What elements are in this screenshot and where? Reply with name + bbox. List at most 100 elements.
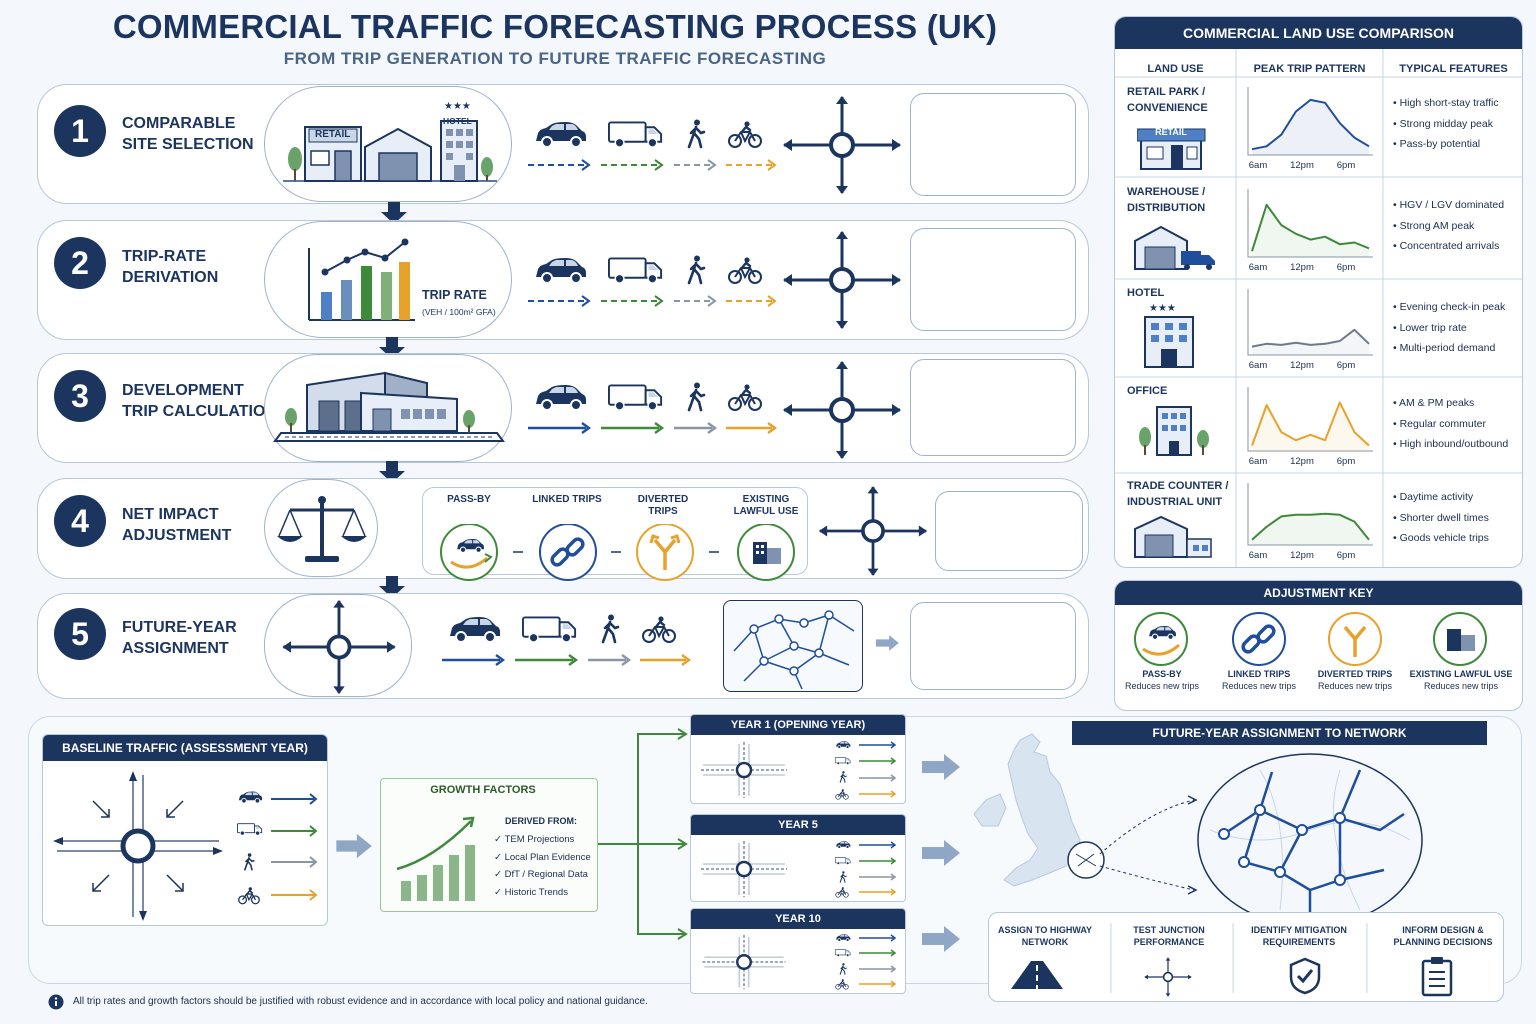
step-5-output-box — [910, 602, 1076, 690]
land-use-trade-counter: TRADE COUNTER / INDUSTRIAL UNIT — [1127, 480, 1229, 508]
sparkline-line — [1251, 98, 1370, 151]
adj-label-diverted-trips: DIVERTED TRIPS — [637, 494, 689, 517]
clipboard-icon — [1421, 957, 1453, 997]
year-10-panel: YEAR 10 — [690, 908, 906, 994]
year-10-diagram — [701, 933, 897, 991]
adj-label-pass-by: PASS-BY — [447, 494, 491, 505]
trade-counter-icon — [1134, 515, 1212, 558]
land-use-office: OFFICE — [1127, 385, 1168, 397]
network-title: FUTURE-YEAR ASSIGNMENT TO NETWORK — [1072, 721, 1487, 745]
year-1-panel: YEAR 1 (OPENING YEAR) — [690, 714, 906, 804]
feature-item: Pass-by potential — [1393, 134, 1522, 155]
growth-chart-icon — [396, 816, 475, 901]
feature-item: Multi-period demand — [1393, 338, 1522, 359]
step-2-junction-icon — [782, 230, 902, 330]
key-diverted-trips: DIVERTED TRIPS Reduces new trips — [1305, 668, 1405, 692]
sparkline-area — [1252, 402, 1369, 451]
feature-item: Shorter dwell times — [1393, 508, 1522, 529]
sparkline-line — [1251, 401, 1370, 447]
key-diverted-trips-icon — [1328, 612, 1382, 666]
sparkline-tick-label: 6am — [1249, 456, 1268, 467]
junction-test-icon — [1144, 957, 1192, 997]
features-hotel: Evening check-in peak Lower trip rate Mu… — [1393, 297, 1522, 359]
key-existing-lawful-use-icon — [1433, 612, 1487, 666]
step-4-junction-icon — [818, 485, 928, 577]
adjustment-strip: PASS-BY LINKED TRIPS DIVERTED TRIPS EXIS… — [422, 487, 808, 581]
key-existing-lawful-use-sub: Reduces new trips — [1423, 681, 1499, 691]
action-inform-design: INFORM DESIGN & PLANNING DECISIONS — [1393, 925, 1493, 947]
step-1-junction-icon — [782, 95, 902, 195]
step-2-number: 2 — [54, 237, 106, 289]
growth-sources-list: TEM Projections Local Plan Evidence DfT … — [494, 831, 597, 902]
actions-dividers — [1110, 923, 1368, 993]
key-diverted-trips-sub: Reduces new trips — [1317, 681, 1393, 691]
adjustment-icons — [440, 524, 795, 581]
step-2-card: 2 TRIP-RATE DERIVATION TRIP RATE (VEH / … — [37, 220, 1089, 340]
sparkline-area — [1252, 513, 1369, 545]
linked-trips-icon — [539, 524, 597, 581]
feature-item: Daytime activity — [1393, 487, 1522, 508]
key-diverted-trips-label: DIVERTED TRIPS — [1317, 669, 1393, 679]
adj-label-linked-trips: LINKED TRIPS — [532, 494, 602, 505]
step-2-label: TRIP-RATE DERIVATION — [122, 248, 219, 286]
scales-icon — [277, 496, 367, 562]
sparkline-tick-label: 12pm — [1290, 360, 1314, 371]
sparkline-axis — [1247, 387, 1373, 452]
year-5-diagram — [699, 839, 897, 899]
land-use-retail: RETAIL PARK / CONVENIENCE — [1127, 86, 1208, 114]
key-linked-trips: LINKED TRIPS Reduces new trips — [1209, 668, 1309, 692]
highway-icon — [1011, 961, 1063, 989]
shield-check-icon — [1289, 957, 1321, 995]
land-use-comparison-panel: COMMERCIAL LAND USE COMPARISON LAND USE … — [1114, 16, 1523, 568]
retail-icon-text: RETAIL — [1155, 127, 1187, 137]
step-3-modes — [528, 382, 778, 434]
hotel-sign: HOTEL — [443, 116, 472, 126]
year-5-panel: YEAR 5 — [690, 814, 906, 902]
adjustment-key-title: ADJUSTMENT KEY — [1115, 581, 1522, 605]
key-pass-by-icon — [1134, 612, 1188, 666]
baseline-title: BASELINE TRAFFIC (ASSESSMENT YEAR) — [43, 735, 327, 761]
sparkline-area — [1252, 99, 1369, 155]
feature-item: Strong midday peak — [1393, 114, 1522, 135]
land-use-warehouse: WAREHOUSE / DISTRIBUTION — [1127, 186, 1206, 214]
step-3-output-box — [910, 359, 1076, 456]
year-1-title: YEAR 1 (OPENING YEAR) — [691, 715, 905, 735]
growth-factors-panel: GROWTH FACTORS DERIVED FROM: TEM Project… — [380, 778, 598, 912]
sparkline-tick-label: 6pm — [1337, 160, 1356, 171]
step-1-card: 1 COMPARABLE SITE SELECTION ★★★ RETAIL H… — [37, 84, 1089, 204]
action-assign-network: ASSIGN TO HIGHWAY NETWORK — [997, 925, 1093, 947]
growth-source-item: TEM Projections — [494, 831, 597, 849]
hotel-icon: ★★★ — [1144, 303, 1194, 368]
sparkline-axis — [1247, 483, 1373, 546]
growth-source-item: Historic Trends — [494, 884, 597, 902]
network-map-thumbnail — [723, 600, 863, 692]
retail-icon — [1137, 128, 1206, 170]
step-3-label: DEVELOPMENT TRIP CALCULATION — [122, 382, 277, 420]
sparkline-axis — [1247, 87, 1373, 156]
feature-item: AM & PM peaks — [1393, 393, 1522, 414]
land-use-grid — [1115, 49, 1522, 567]
pass-by-icon — [440, 524, 498, 581]
trip-rate-label: TRIP RATE — [422, 288, 487, 302]
office-icon — [1139, 406, 1209, 456]
step-5-illustration — [264, 594, 412, 697]
step-1-label: COMPARABLE SITE SELECTION — [122, 115, 254, 153]
action-test-junction: TEST JUNCTION PERFORMANCE — [1133, 925, 1205, 947]
sparkline-tick-label: 12pm — [1290, 550, 1314, 561]
features-trade-counter: Daytime activity Shorter dwell times Goo… — [1393, 487, 1522, 549]
step-5-card: 5 FUTURE-YEAR ASSIGNMENT — [37, 593, 1089, 699]
step-1-output-box — [910, 93, 1076, 196]
sparkline-tick-label: 12pm — [1290, 456, 1314, 467]
feature-item: High short-stay traffic — [1393, 93, 1522, 114]
sparkline-tick-label: 6am — [1249, 262, 1268, 273]
year-10-title: YEAR 10 — [691, 909, 905, 929]
step-2-output-box — [910, 228, 1076, 331]
svg-text:★★★: ★★★ — [444, 101, 471, 112]
sparkline-tick-label: 6pm — [1337, 456, 1356, 467]
feature-item: Regular commuter — [1393, 414, 1522, 435]
retail-sign: RETAIL — [315, 129, 351, 140]
trip-rate-chart-icon — [308, 238, 415, 321]
feature-item: Concentrated arrivals — [1393, 236, 1522, 257]
network-icon — [733, 610, 855, 690]
